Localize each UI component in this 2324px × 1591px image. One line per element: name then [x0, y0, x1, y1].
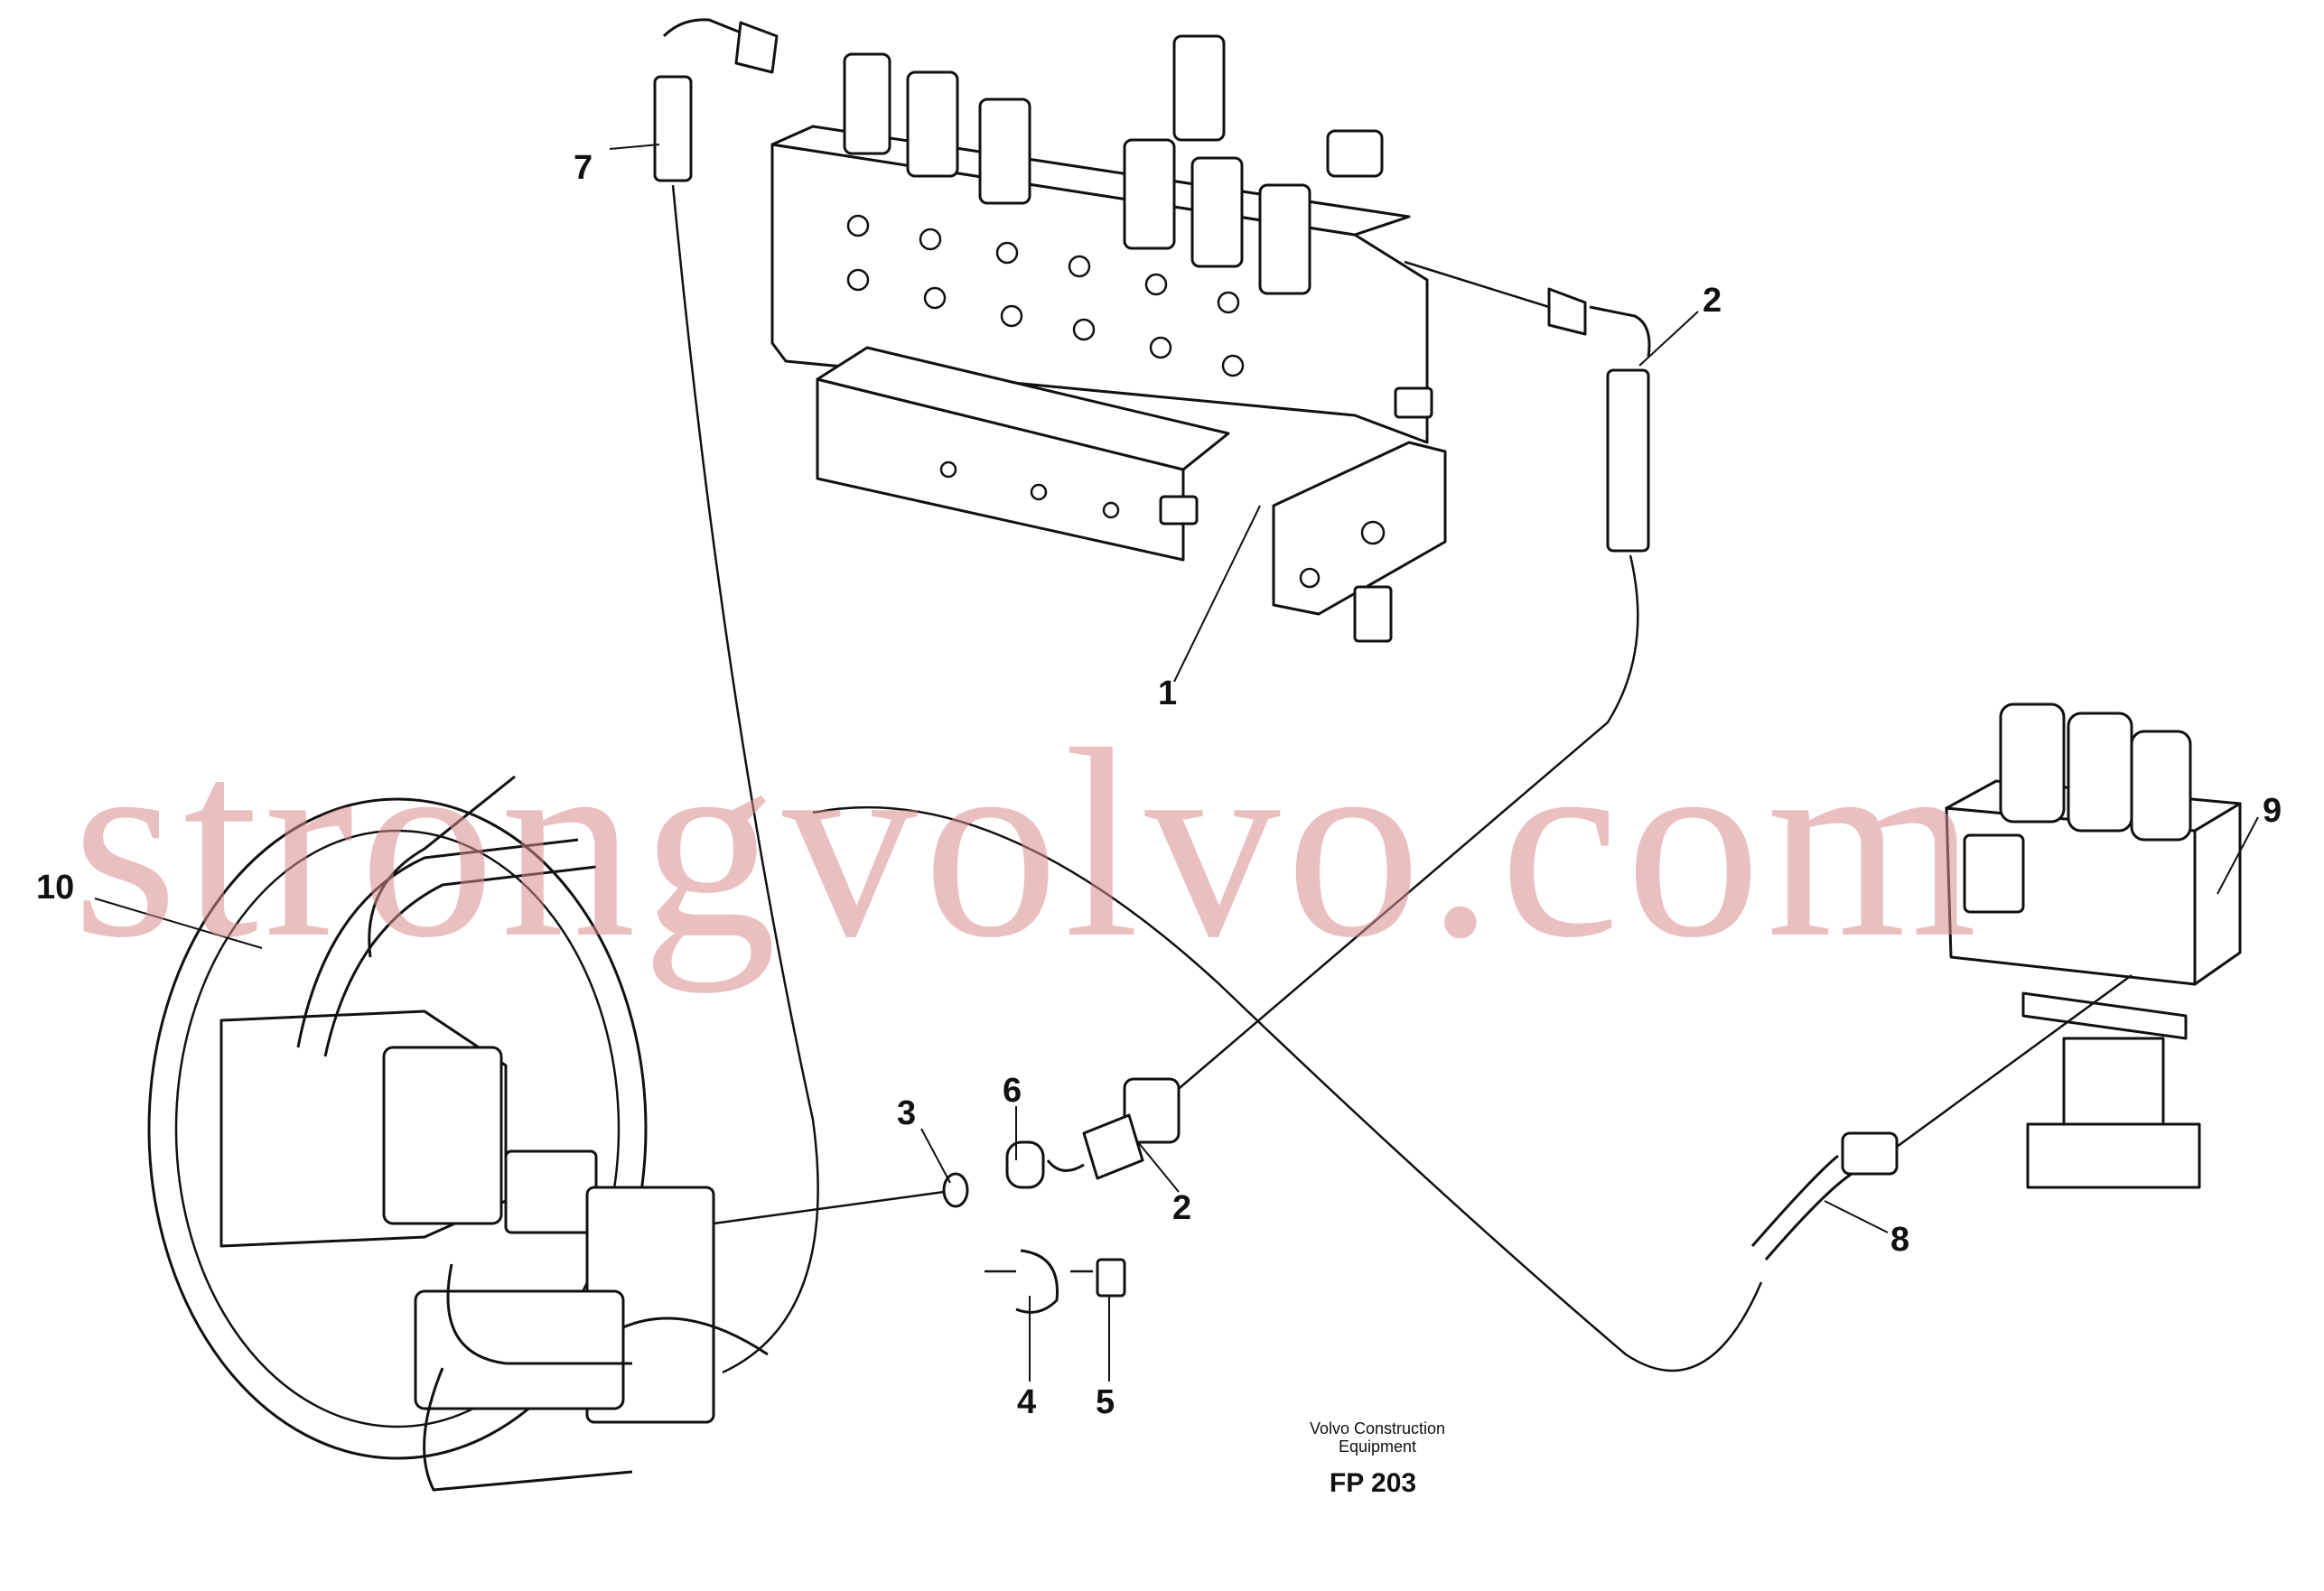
callout-6: 6 [1003, 1072, 1022, 1110]
callout-8: 8 [1890, 1221, 1909, 1259]
callout-10: 10 [36, 869, 74, 907]
diagram-caption: Volvo Construction Equipment FP 203 [1310, 1419, 1445, 1498]
callout-5: 5 [1096, 1383, 1115, 1421]
callout-4: 4 [1017, 1383, 1036, 1421]
callout-2-upper: 2 [1703, 282, 1722, 320]
watermark-text: strongvolvo.com [72, 693, 1983, 994]
caption-company: Volvo Construction [1310, 1419, 1445, 1437]
leader-lines [94, 144, 2259, 1382]
callout-7: 7 [574, 149, 593, 187]
control-valve-block [770, 34, 1447, 643]
pilot-valve [1945, 702, 2242, 1189]
valve-solenoids [843, 34, 1384, 295]
valve-ports [846, 214, 1386, 589]
caption-figure-code: FP 203 [1330, 1468, 1416, 1498]
callout-labels: 1 2 2 3 4 5 6 7 8 9 10 [36, 149, 2282, 1421]
caption-company-line2: Equipment [1339, 1437, 1416, 1456]
callout-3: 3 [897, 1094, 916, 1132]
callout-9: 9 [2263, 792, 2282, 830]
pump-assembly [147, 775, 769, 1492]
callout-2-lower: 2 [1172, 1189, 1191, 1227]
callout-1: 1 [1158, 675, 1177, 712]
